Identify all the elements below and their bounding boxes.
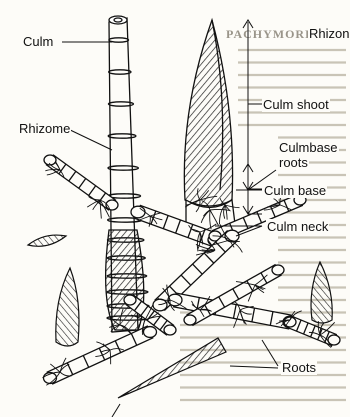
label-culmbase-roots: roots [278, 155, 309, 170]
label-rhizome: Rhizome [18, 121, 71, 136]
label-culm-base: Culm base [263, 183, 327, 198]
label-culmbase: Culmbase [278, 140, 339, 155]
culm [106, 16, 150, 332]
label-culm-shoot: Culm shoot [262, 97, 330, 112]
label-roots: Roots [281, 360, 317, 375]
right-small-shoot [311, 262, 332, 323]
label-culm-neck: Culm neck [266, 219, 329, 234]
label-culm: Culm [22, 34, 54, 49]
label-rhizome-top: Rhizon [308, 26, 350, 41]
left-small-shoot [28, 235, 79, 346]
